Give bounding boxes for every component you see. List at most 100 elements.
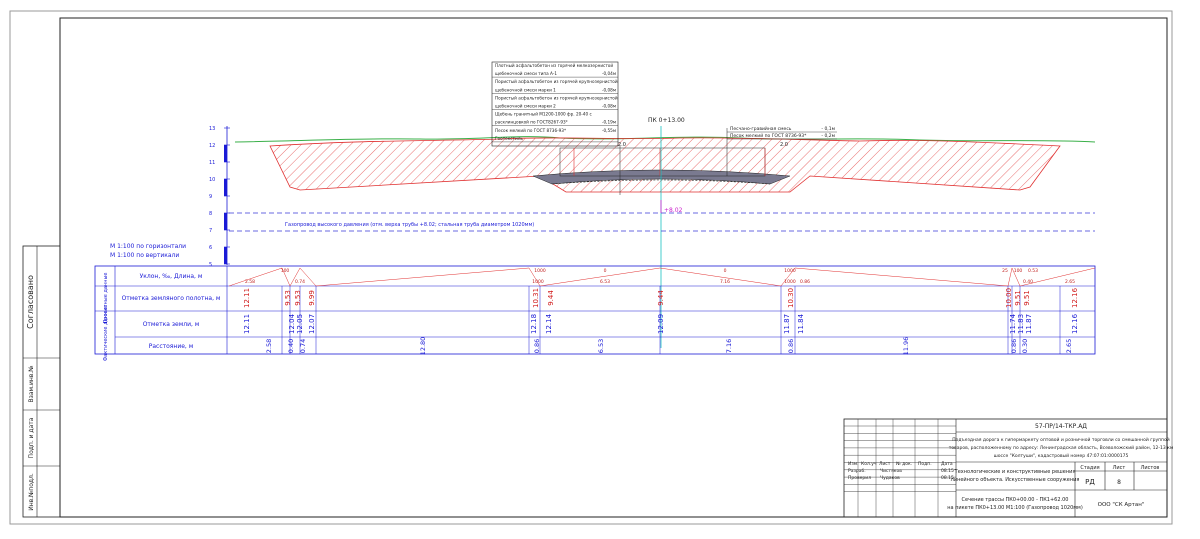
- section-title-1: Технологические и конструктивные решения: [954, 469, 1076, 475]
- slope-value: 0.74: [295, 279, 305, 285]
- legend-layer-name: Пористый асфальтобетон из горячей крупно…: [495, 95, 618, 100]
- design-elevation: 10.30: [787, 288, 795, 308]
- design-elevation: 12.16: [1071, 287, 1079, 308]
- legend-layer-name: щебеночной смеси марки 2: [495, 104, 556, 109]
- design-elevation: 10.31: [532, 288, 540, 308]
- layer-legend: Плотный асфальтобетон из горячей мелкозе…: [491, 61, 621, 195]
- slope-value: 1000: [784, 268, 796, 274]
- legend-layer-thickness: -0,19м: [602, 120, 616, 125]
- hdr-kol: Кол.уч: [861, 461, 877, 467]
- slope-value: 1000: [534, 268, 546, 274]
- svg-text:2.0: 2.0: [780, 142, 788, 148]
- legend-layer-name: Песок мелкий по ГОСТ 8736-93*: [495, 128, 566, 133]
- title-block: 57-ПР/14-ТКР.АД Подъездная дорога к гипе…: [843, 418, 1173, 518]
- ground-elevation: 12.16: [1071, 313, 1079, 334]
- ground-elevation: 12.05: [296, 314, 304, 334]
- scale-tick-label: 13: [209, 126, 215, 132]
- stamp-approved: Согласовано: [26, 275, 35, 329]
- left-stamp-block: Согласовано Взам.инв.№ Подп. и дата Инв.…: [22, 245, 61, 518]
- distance-value: 0.86: [787, 339, 795, 353]
- distance-value: 0.74: [299, 339, 307, 353]
- sheet-number: 8: [1117, 479, 1121, 486]
- stamp-inv-no: Инв.№подл.: [28, 473, 35, 511]
- ground-elevation: 11.87: [783, 314, 791, 334]
- distance-value: 0.86: [1010, 339, 1018, 353]
- distance-value: 11.96: [902, 337, 910, 356]
- design-elevation: 9.51: [1023, 290, 1031, 306]
- legend-layer-name: Плотный асфальтобетон из горячей мелкозе…: [495, 63, 613, 68]
- right-legend-name: Песчано-гравийная смесь: [730, 125, 792, 132]
- slope-value: 2.58: [245, 279, 255, 285]
- ground-elevation: 11.74: [1009, 313, 1017, 334]
- company-name: ООО "СК Артан": [1098, 502, 1145, 508]
- scale-tick-label: 5: [209, 262, 212, 268]
- distance-value: 7.16: [725, 339, 733, 353]
- ground-elevation: 12.04: [288, 313, 296, 334]
- ground-line: [234, 136, 1096, 143]
- right-legend-thickness: - 0,1м: [821, 126, 835, 132]
- group-project: Проектные данные: [103, 273, 109, 324]
- legend-layer-thickness: -0,08м: [602, 104, 616, 109]
- legend-layer-name: щебеночной смеси марки 1: [495, 87, 556, 92]
- stamp-sign-date: Подп. и дата: [28, 417, 35, 458]
- scale-horizontal: М 1:100 по горизонтали: [110, 243, 186, 250]
- legend-layer-name: Щебень гранитный М1200-1000 фр. 20-40 с: [495, 112, 592, 117]
- pipe-elevation: +8.02: [664, 207, 683, 214]
- ground-elevation: 11.84: [797, 313, 805, 334]
- sheet-title-2: на пикете ПК0+13.00 М1:100 (Газопровод 1…: [947, 505, 1083, 511]
- design-elevation: 12.11: [243, 288, 251, 308]
- legend-layer-name: Пористый асфальтобетон из горячей крупно…: [495, 79, 618, 84]
- gas-pipe-label: Газопровод высокого давления (отм. верха…: [285, 222, 534, 228]
- slope-value: 6.53: [600, 279, 610, 285]
- stage-value: РД: [1085, 478, 1095, 486]
- ground-elevation: 11.87: [1025, 314, 1033, 334]
- design-elevation: 9.53: [294, 290, 302, 306]
- slope-value: 1000: [532, 279, 544, 285]
- row-label-slope: Уклон, ‰, Длина, м: [140, 273, 203, 280]
- scale-tick-label: 10: [209, 177, 215, 183]
- legend-layer-thickness: -0,04м: [602, 71, 616, 76]
- slope-value: 0: [604, 268, 607, 274]
- distance-value: 0.86: [533, 339, 541, 353]
- distance-value: 0.30: [1021, 339, 1029, 353]
- svg-text:2.0: 2.0: [618, 142, 626, 148]
- ground-elevation: 12.14: [545, 313, 553, 334]
- stamp-replace-inv: Взам.инв.№: [28, 366, 35, 403]
- ground-elevation: 12.18: [530, 314, 538, 334]
- distance-value: 2.65: [1065, 339, 1073, 353]
- project-desc-2: товаров, расположенному по адресу: Ленин…: [949, 444, 1173, 451]
- slope-value: 25: [1002, 268, 1008, 274]
- distance-value: 2.58: [265, 339, 273, 353]
- slope-value: 1000: [784, 279, 796, 285]
- section-title-2: линейного объекта. Искусственные сооруже…: [951, 476, 1080, 483]
- scale-tick-label: 6: [209, 245, 212, 251]
- right-legend-thickness: - 0,2м: [821, 133, 835, 139]
- doc-code: 57-ПР/14-ТКР.АД: [1035, 423, 1087, 430]
- sheets-header: Листов: [1141, 465, 1160, 471]
- ground-elevation: 12.09: [657, 314, 665, 334]
- legend-layer-thickness: -0,55м: [602, 128, 616, 133]
- distance-value: 6.53: [597, 339, 605, 353]
- project-desc-1: Подъездная дорога к гипермаркету оптовой…: [952, 436, 1169, 443]
- scale-tick-label: 9: [209, 194, 212, 200]
- scale-tick-label: 11: [209, 160, 215, 166]
- hdr-sign: Подп.: [918, 461, 932, 467]
- hatched-cut-area: [269, 137, 1061, 193]
- distance-value: 0.40: [287, 339, 295, 353]
- picket-label: ПК 0+13.00: [648, 117, 685, 124]
- row-label-design: Отметка земляного полотна, м: [122, 295, 221, 302]
- slope-value: 2.65: [1065, 279, 1075, 285]
- project-desc-3: шоссе "Колтуши", кадастровый номер 47:07…: [994, 452, 1129, 459]
- person-name-1: Чистяков: [880, 468, 902, 474]
- scale-tick-label: 12: [209, 143, 215, 149]
- scale-tick-label: 7: [209, 228, 212, 234]
- ground-elevation: 12.11: [243, 314, 251, 334]
- design-elevation: 10.00: [1005, 288, 1013, 308]
- pavement-structure: 2.0 2.0: [532, 142, 791, 185]
- legend-layer-thickness: -0,08м: [602, 87, 616, 92]
- person-role-1: Разраб.: [848, 468, 866, 474]
- row-label-ground: Отметка земли, м: [143, 321, 200, 328]
- slope-value: 0.53: [1028, 268, 1038, 274]
- right-legend-name: Песок мелкий по ГОСТ 8736-93*: [730, 132, 807, 139]
